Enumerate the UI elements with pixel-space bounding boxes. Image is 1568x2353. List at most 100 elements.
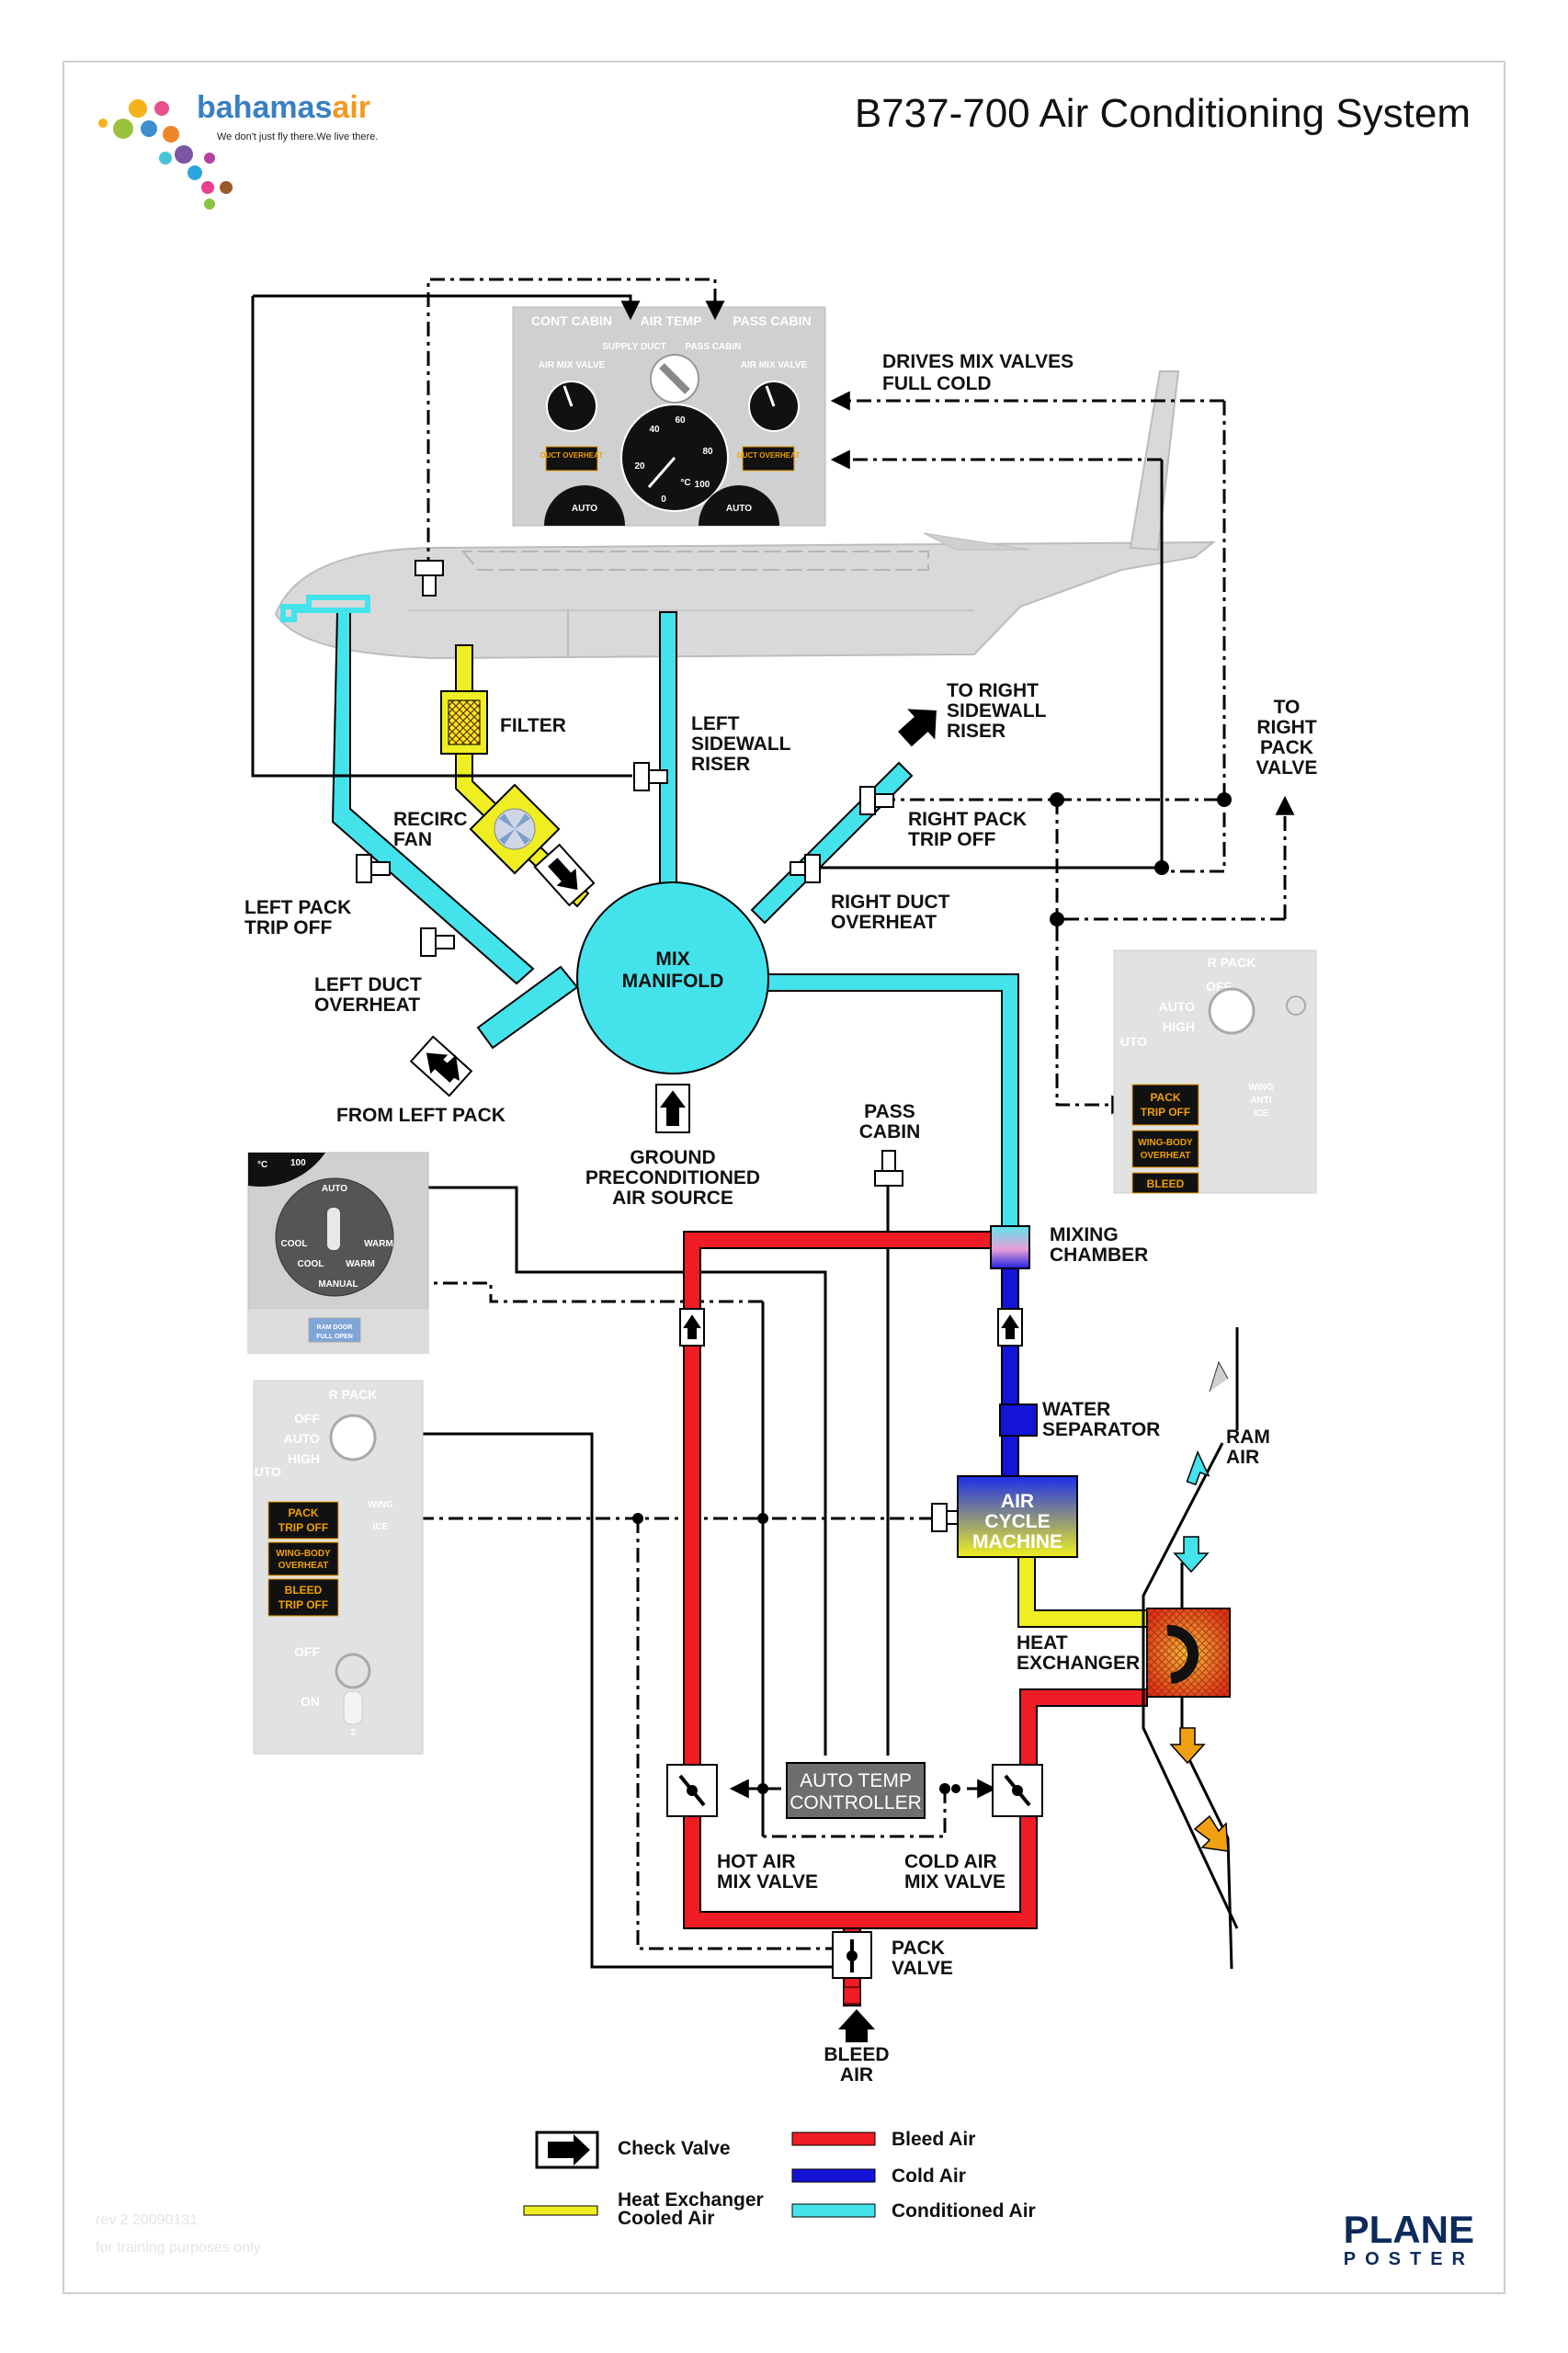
r-pack-top-trip-2: TRIP OFF bbox=[1141, 1106, 1190, 1119]
legend-cooled-swatch bbox=[523, 2205, 598, 2216]
acm-label-2: CYCLE bbox=[984, 1511, 1050, 1532]
label-pack-valve-1: PACK bbox=[892, 1938, 945, 1959]
poster-frame bbox=[62, 61, 1506, 2294]
ram-door-1: RAM DOOR bbox=[317, 1324, 353, 1331]
bleed-inlet-arrow-icon bbox=[838, 2009, 875, 2042]
signal-junctions bbox=[632, 792, 1232, 1794]
label-left-pack-trip-2: TRIP OFF bbox=[244, 917, 332, 938]
acm-label-1: AIR bbox=[1001, 1491, 1034, 1512]
legend-bleed-swatch bbox=[791, 2131, 876, 2146]
r-pack-bot-wing: WING bbox=[368, 1500, 392, 1510]
panel-header-right: PASS CABIN bbox=[733, 313, 811, 328]
dial-tick-40: 40 bbox=[649, 425, 660, 435]
acm-label-3: MACHINE bbox=[972, 1531, 1062, 1552]
label-mixing-chamber-2: CHAMBER bbox=[1050, 1245, 1148, 1266]
recirculation-duct bbox=[440, 644, 590, 908]
r-pack-bot-ice: ICE bbox=[373, 1522, 389, 1532]
label-ram-air-1: RAM bbox=[1226, 1427, 1270, 1448]
label-left-duct-1: LEFT DUCT bbox=[314, 974, 422, 995]
legend-conditioned-swatch bbox=[791, 2203, 876, 2218]
label-to-right-pack-4: VALVE bbox=[1256, 757, 1318, 779]
temp-sel-cool-1: COOL bbox=[281, 1239, 308, 1249]
r-pack-top-title: R PACK bbox=[1208, 955, 1256, 970]
dial-unit-c: °C bbox=[257, 1160, 267, 1170]
dial-tick-60: 60 bbox=[675, 415, 686, 426]
bleed-switch[interactable] bbox=[335, 1653, 371, 1689]
poster-title: B737-700 Air Conditioning System bbox=[855, 91, 1471, 136]
label-cold-mix-1: COLD AIR bbox=[904, 1851, 997, 1872]
dial-value-100: 100 bbox=[290, 1158, 306, 1168]
ram-door-2: FULL OPEN bbox=[316, 1334, 353, 1340]
label-right-duct-1: RIGHT DUCT bbox=[831, 892, 950, 913]
r-pack-top-wai-1: WING bbox=[1248, 1083, 1273, 1093]
r-pack-bot-switch[interactable] bbox=[329, 1414, 377, 1461]
r-pack-panel-top: R PACK OFF AUTO HIGH UTO PACK TRIP OFF W… bbox=[1113, 949, 1317, 1194]
r-pack-bot-bleed-1: BLEED bbox=[285, 1584, 323, 1597]
label-recirc-2: FAN bbox=[393, 829, 432, 850]
label-hot-mix-1: HOT AIR bbox=[717, 1851, 796, 1872]
planeposter-logo: PLANE POSTER bbox=[1344, 2208, 1474, 2269]
footer-revision: rev 2 20090131 bbox=[96, 2212, 198, 2228]
r-pack-top-high: HIGH bbox=[1163, 1019, 1195, 1034]
svg-text:bahamasair: bahamasair bbox=[197, 90, 370, 125]
atc-label-2: CONTROLLER bbox=[790, 1792, 922, 1813]
temp-selector-knob[interactable] bbox=[327, 1208, 340, 1250]
duct-overheat-right-light: DUCT OVERHEAT bbox=[737, 451, 800, 460]
r-pack-bot-high: HIGH bbox=[288, 1451, 320, 1466]
temp-selector-panel: °C 100 AUTO COOL COOL WARM WARM MANUAL R… bbox=[247, 1152, 429, 1354]
bahamasair-logo: bahamasair We don't just fly there.We li… bbox=[98, 90, 378, 210]
label-right-duct-2: OVERHEAT bbox=[831, 912, 937, 933]
temperature-sensors bbox=[356, 560, 966, 1532]
label-ground-2: PRECONDITIONED bbox=[585, 1167, 760, 1188]
label-pass-cabin-2: CABIN bbox=[859, 1121, 921, 1142]
air-cycle-machine bbox=[957, 1475, 1078, 1558]
r-pack-bot-off: OFF bbox=[294, 1411, 320, 1426]
r-pack-bot-bleed-2: TRIP OFF bbox=[278, 1598, 328, 1611]
label-to-right-pack-3: PACK bbox=[1260, 737, 1313, 758]
label-left-pack-trip-1: LEFT PACK bbox=[244, 897, 351, 918]
temp-sel-cool-2: COOL bbox=[298, 1259, 324, 1269]
mix-valves bbox=[666, 1764, 1043, 1979]
label-ram-air-2: AIR bbox=[1226, 1447, 1259, 1468]
label-heat-exch-1: HEAT bbox=[1017, 1632, 1068, 1654]
r-pack-bot-wb-1: WING-BODY bbox=[276, 1549, 331, 1559]
logo-tagline: We don't just fly there.We live there. bbox=[217, 131, 378, 142]
pass-cabin-auto-label: AUTO bbox=[726, 504, 752, 514]
r-pack-top-switch[interactable] bbox=[1208, 987, 1256, 1035]
ram-air-flow-arrows bbox=[1169, 1449, 1229, 1852]
temp-sel-manual: MANUAL bbox=[318, 1279, 358, 1290]
legend-bleed: Bleed Air bbox=[892, 2129, 975, 2150]
label-pack-valve-2: VALVE bbox=[892, 1958, 953, 1979]
legend: Check Valve Heat Exchanger Cooled Air Bl… bbox=[523, 2129, 1036, 2229]
label-ground-1: GROUND bbox=[630, 1147, 715, 1168]
r-pack-top-trip-1: PACK bbox=[1150, 1091, 1180, 1104]
label-right-pack-trip-1: RIGHT PACK bbox=[908, 809, 1027, 830]
signal-lines bbox=[251, 278, 1295, 1969]
mix-manifold-label-2: MANIFOLD bbox=[622, 971, 724, 992]
panel-header-center: AIR TEMP bbox=[641, 313, 702, 328]
panel-header-left: CONT CABIN bbox=[531, 313, 612, 328]
ram-inlet-door-icon bbox=[1209, 1360, 1229, 1392]
logo-name-1: bahamas bbox=[197, 90, 332, 125]
heat-exchanger-flow-icon bbox=[1166, 1624, 1199, 1684]
r-pack-bot-off2: OFF bbox=[294, 1644, 320, 1659]
r-pack-bot-title: R PACK bbox=[329, 1387, 378, 1402]
legend-cold-swatch bbox=[791, 2168, 876, 2183]
legend-check-valve: Check Valve bbox=[618, 2138, 731, 2159]
from-left-pack-arrow-icon bbox=[439, 1055, 460, 1081]
r-pack-top-wb-1: WING-BODY bbox=[1138, 1138, 1193, 1148]
cooled-air-pipe bbox=[1017, 1556, 1150, 1628]
label-left-sidewall-3: RISER bbox=[691, 754, 750, 775]
label-water-sep-1: WATER bbox=[1042, 1399, 1110, 1420]
mixing-chamber bbox=[990, 1225, 1030, 1269]
footer-note: for training purposes only bbox=[96, 2240, 261, 2256]
water-separator bbox=[999, 1404, 1038, 1437]
r-pack-top-wai-2: ANTI bbox=[1250, 1096, 1272, 1106]
duct-overheat-left-light: DUCT OVERHEAT bbox=[540, 451, 603, 460]
r-pack-bot-wb-2: OVERHEAT bbox=[278, 1561, 329, 1571]
label-pass-cabin-1: PASS bbox=[864, 1101, 915, 1122]
logo-name-2: air bbox=[332, 90, 370, 125]
label-drives-mix-2: FULL COLD bbox=[882, 373, 992, 394]
cont-cabin-auto-label: AUTO bbox=[572, 504, 597, 514]
temp-sel-warm-1: WARM bbox=[364, 1239, 393, 1249]
